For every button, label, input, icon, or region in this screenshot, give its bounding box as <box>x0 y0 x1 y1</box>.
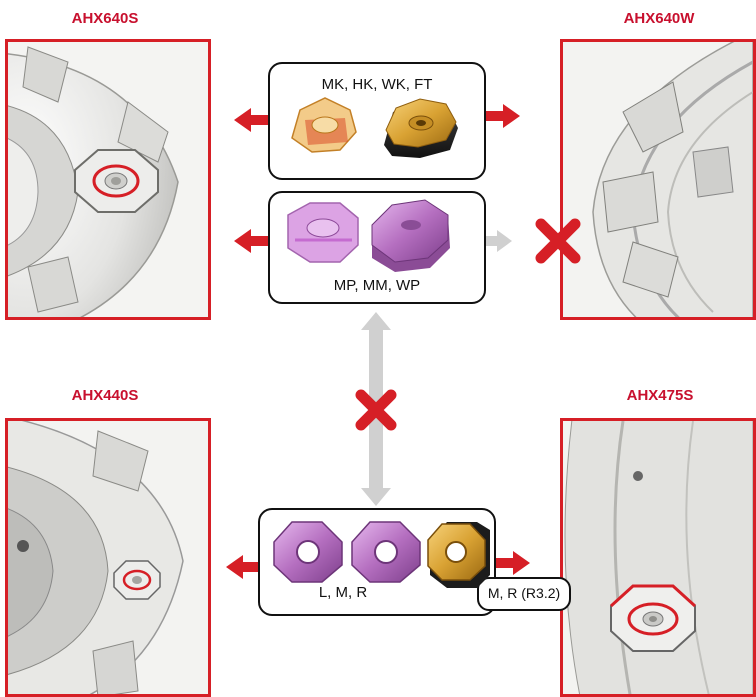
insert-label-bottom: L, M, R <box>258 584 428 601</box>
arrow-right-top <box>486 104 520 128</box>
arrow-right-bottom <box>496 551 530 575</box>
insert-label-top: MK, HK, WK, FT <box>268 76 486 93</box>
arrow-left-top <box>234 108 268 132</box>
insert-sublabel: M, R (R3.2) <box>477 585 571 601</box>
arrow-left-middle <box>234 229 268 253</box>
cutter-image-ahx475s <box>560 418 756 697</box>
arrow-left-bottom <box>226 555 258 579</box>
cutter-title-ahx640w: AHX640W <box>604 10 714 27</box>
cutter-image-ahx440s <box>5 418 211 697</box>
cutter-image-ahx640s <box>5 39 211 320</box>
cutter-title-ahx475s: AHX475S <box>600 387 720 404</box>
incompatible-x-mark-center <box>361 395 391 425</box>
arrow-vertical-gray <box>361 312 391 506</box>
cutter-title-ahx640s: AHX640S <box>50 10 160 27</box>
insert-label-middle: MP, MM, WP <box>268 277 486 294</box>
cutter-image-ahx640w <box>560 39 756 320</box>
arrow-right-middle-gray <box>486 230 512 252</box>
cutter-title-ahx440s: AHX440S <box>50 387 160 404</box>
